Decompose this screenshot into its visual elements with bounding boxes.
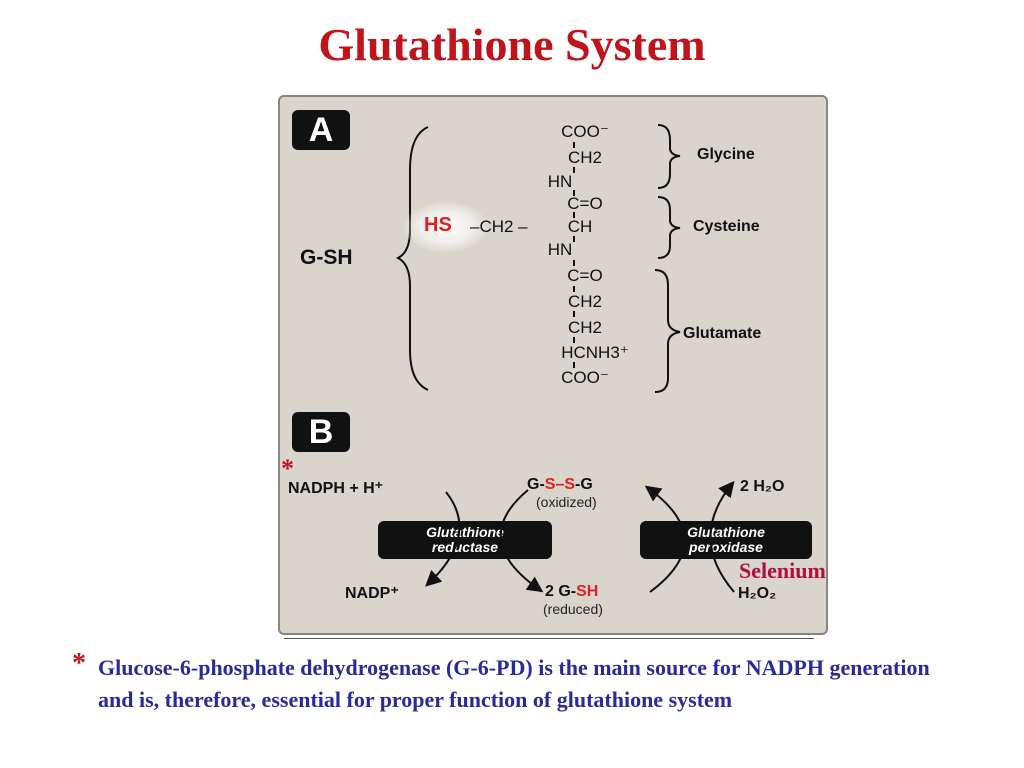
- chain-atom: HCNH3⁺: [561, 343, 629, 362]
- gssg-suffix: -G: [575, 476, 593, 493]
- gsh-label: G-SH: [300, 246, 353, 269]
- footnote-asterisk: *: [72, 648, 86, 679]
- bond: [573, 212, 575, 218]
- page-title: Glutathione System: [318, 19, 706, 70]
- bond: [573, 260, 575, 266]
- nadp-label: NADP⁺: [345, 585, 399, 602]
- chain-atom: HN: [547, 172, 573, 191]
- chain-atom: C=O: [567, 266, 603, 285]
- nadph-asterisk: *: [281, 454, 294, 483]
- chain-atom: CH2: [567, 292, 602, 311]
- bond: [573, 236, 575, 242]
- peroxide-label: H₂O₂: [738, 585, 777, 602]
- panel-a-badge: A: [292, 110, 350, 150]
- gssg-label: G-S–S-G: [527, 476, 593, 494]
- footnote-text: Glucose-6-phosphate dehydrogenase (G-6-P…: [98, 655, 930, 712]
- bond: [573, 362, 575, 368]
- bond: [573, 142, 575, 148]
- gsh-prefix: 2 G-: [545, 583, 577, 600]
- chain-atom: COO⁻: [561, 122, 609, 141]
- hs-highlight: [404, 202, 488, 252]
- chain-atom: COO⁻: [561, 368, 609, 387]
- chain-atom: CH2: [567, 148, 602, 167]
- glutamate-label: Glutamate: [683, 325, 762, 342]
- figure-underline: [284, 638, 814, 639]
- bond: [573, 286, 575, 292]
- gssg-prefix: G-: [527, 476, 545, 493]
- selenium-label: Selenium: [739, 558, 826, 583]
- bond: [573, 337, 575, 343]
- reduced-label: (reduced): [543, 601, 603, 617]
- gsh-reduced-label: 2 G-SH: [545, 583, 598, 601]
- glutathione-reductase-box: Glutathione reductase: [378, 521, 552, 559]
- bond: [573, 311, 575, 317]
- chain-atom: CH2: [567, 318, 602, 337]
- cysteine-label: Cysteine: [693, 218, 760, 235]
- chain-atom: C=O: [567, 194, 603, 213]
- nadph-label: NADPH + H⁺: [288, 480, 384, 497]
- bond: [573, 167, 575, 173]
- glycine-label: Glycine: [697, 146, 755, 163]
- disulfide-bond: S–S: [544, 476, 576, 493]
- side-chain: –CH2 –: [470, 217, 528, 236]
- chain-atom: CH: [567, 217, 593, 236]
- thiol-group: SH: [576, 583, 599, 600]
- hs-group: HS: [424, 214, 452, 236]
- enzyme-name: Glutathione: [426, 524, 504, 540]
- chain-atom: HN: [547, 240, 573, 259]
- panel-b-badge: B: [292, 412, 350, 452]
- enzyme-type: peroxidase: [689, 539, 763, 555]
- enzyme-name: Glutathione: [687, 524, 765, 540]
- footnote: * Glucose-6-phosphate dehydrogenase (G-6…: [72, 648, 952, 716]
- enzyme-type: reductase: [431, 539, 499, 555]
- oxidized-label: (oxidized): [536, 494, 597, 510]
- bond: [573, 190, 575, 196]
- glutathione-peroxidase-box: Glutathione peroxidase: [640, 521, 812, 559]
- water-label: 2 H₂O: [740, 478, 785, 495]
